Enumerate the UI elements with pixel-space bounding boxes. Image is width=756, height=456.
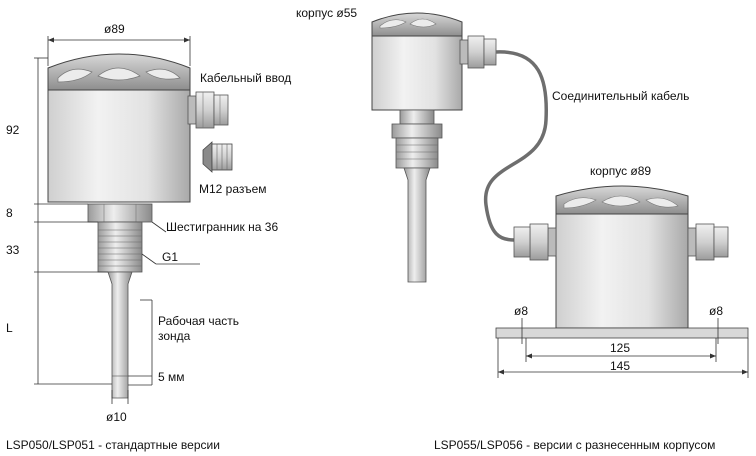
left-probe xyxy=(107,271,133,399)
label-m12-connector: M12 разъем xyxy=(199,182,267,196)
dim-height-33: 33 xyxy=(6,243,20,257)
m12-connector xyxy=(202,141,233,173)
left-sensor xyxy=(47,53,233,399)
left-cable-gland xyxy=(187,91,229,129)
left-dimensions xyxy=(34,36,200,404)
caption-remote-versions: LSP055/LSP056 - версии с разнесенным кор… xyxy=(434,438,715,452)
label-g1: G1 xyxy=(162,250,178,264)
dim-height-92: 92 xyxy=(6,123,20,137)
label-5mm: 5 мм xyxy=(158,370,185,384)
dim-145: 145 xyxy=(610,359,630,373)
left-thread-g1 xyxy=(97,221,143,273)
dim-height-8: 8 xyxy=(6,206,13,220)
dim-hole-8-right: ø8 xyxy=(709,304,723,318)
connecting-cable xyxy=(484,50,549,242)
dim-length-L: L xyxy=(6,321,13,335)
label-connecting-cable: Соединительный кабель xyxy=(552,89,689,103)
left-hex-nut xyxy=(87,203,153,223)
right-dimensions xyxy=(497,318,749,378)
label-cable-entry: Кабельный ввод xyxy=(200,71,291,85)
remote-sensor-head xyxy=(371,12,497,283)
label-working-part-2: зонда xyxy=(158,329,191,343)
dim-125: 125 xyxy=(610,341,630,355)
label-housing-55: корпус ø55 xyxy=(296,6,357,20)
dim-diameter-10: ø10 xyxy=(106,410,127,424)
dim-width-89: ø89 xyxy=(104,22,125,36)
remote-housing-89 xyxy=(495,185,749,339)
label-hex-36: Шестигранник на 36 xyxy=(166,220,278,234)
caption-standard-versions: LSP050/LSP051 - стандартные версии xyxy=(6,438,220,452)
dim-hole-8-left: ø8 xyxy=(514,304,528,318)
left-housing-body xyxy=(47,84,191,203)
label-housing-89: корпус ø89 xyxy=(590,164,651,178)
label-working-part-1: Рабочая часть xyxy=(158,314,239,328)
